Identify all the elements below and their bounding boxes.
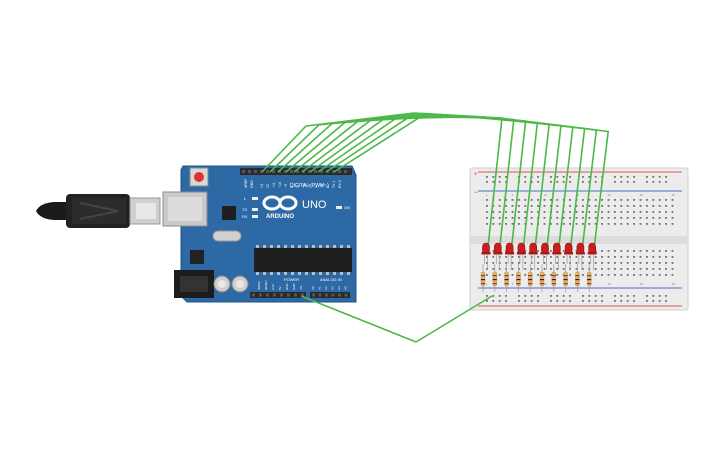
resistor[interactable] — [539, 264, 545, 292]
breadboard[interactable]: + − 115510101515202025253030 — [469, 167, 689, 311]
power-pin-label: GND — [292, 283, 296, 291]
voltage-regulator — [190, 250, 204, 264]
digital-pin-label: ~6 — [302, 184, 306, 188]
rx-indicator — [252, 215, 258, 218]
resistor[interactable] — [563, 264, 568, 292]
power-pin-label: RESET — [264, 280, 268, 290]
power-pin-label: IOREF — [257, 281, 261, 290]
analog-pin-label: A3 — [331, 286, 335, 290]
led[interactable] — [516, 242, 526, 270]
power-pin-label: Vin — [299, 285, 303, 290]
brand-label: ARDUINO — [266, 214, 294, 220]
aref-label: AREF — [244, 179, 248, 188]
wire[interactable] — [277, 113, 527, 248]
tx-indicator — [252, 208, 258, 211]
resistor[interactable] — [504, 264, 509, 292]
digital-pin-label: RX 0 — [338, 180, 342, 188]
digital-pin-label: 12 — [266, 184, 270, 188]
led[interactable] — [564, 242, 574, 270]
led[interactable] — [587, 242, 597, 270]
model-label: UNO — [302, 199, 327, 211]
led[interactable] — [481, 242, 491, 270]
resistor[interactable] — [480, 264, 486, 292]
atmega-chip — [254, 248, 352, 272]
digital-pin-label: ~10 — [278, 182, 282, 188]
resistor[interactable] — [528, 264, 533, 292]
power-pin-label: 3.3V — [271, 284, 275, 290]
digital-pin-label: ~9 — [284, 184, 288, 188]
on-indicator — [336, 206, 342, 209]
digital-pin-label: ~3 — [320, 184, 324, 188]
led[interactable] — [575, 242, 585, 270]
ground-wire[interactable] — [300, 295, 493, 343]
digital-pin-label: 8 — [290, 186, 294, 188]
column-number: 20 — [608, 282, 612, 286]
analog-pin-label: A2 — [324, 286, 328, 290]
digital-pin-label: 13 — [260, 184, 264, 188]
wire[interactable] — [269, 112, 515, 248]
wires-group[interactable] — [261, 112, 609, 343]
resistor[interactable] — [551, 264, 556, 292]
wire[interactable] — [301, 115, 562, 248]
crystal — [212, 230, 242, 242]
arduino-logo-icon — [262, 195, 298, 211]
column-number: 1 — [486, 193, 488, 197]
digital-pin-label: 2 — [326, 186, 330, 188]
power-pin-label: GND — [285, 283, 289, 291]
analog-label: ANALOG IN — [320, 277, 342, 282]
usb-cable[interactable] — [36, 194, 161, 228]
column-number: 5 — [512, 193, 514, 197]
column-number: 25 — [640, 282, 644, 286]
wire[interactable] — [285, 114, 539, 248]
power-pin-label: 5V — [278, 286, 282, 290]
resistor[interactable] — [587, 264, 592, 292]
column-number: 10 — [544, 193, 548, 197]
analog-pin-label: A1 — [318, 286, 322, 290]
led[interactable] — [540, 242, 550, 270]
digital-pin-label: ~11 — [272, 182, 276, 188]
led[interactable] — [528, 242, 538, 270]
analog-header[interactable] — [310, 292, 350, 298]
wire[interactable] — [261, 112, 503, 248]
digital-pin-label: TX 1 — [332, 181, 336, 188]
digital-pin-label: 4 — [314, 186, 318, 188]
wire[interactable] — [333, 114, 609, 248]
column-number: 5 — [512, 282, 514, 286]
rail-minus-label: − — [474, 190, 478, 196]
digital-pin-label: 7 — [296, 186, 300, 188]
led[interactable] — [493, 242, 503, 270]
digital-label: DIGITAL (PWM~) — [290, 183, 329, 189]
tx-label: TX — [242, 207, 247, 212]
power-label: POWER — [284, 277, 299, 282]
usb-chip — [222, 206, 236, 220]
gnd-label: GND — [250, 180, 254, 188]
resistor[interactable] — [575, 264, 580, 292]
column-number: 30 — [672, 282, 676, 286]
analog-pin-label: A4 — [337, 286, 341, 290]
led[interactable] — [552, 242, 562, 270]
column-number: 30 — [672, 193, 676, 197]
resistor[interactable] — [492, 264, 497, 292]
l-label: L — [244, 196, 247, 201]
column-number: 25 — [640, 193, 644, 197]
rx-label: RX — [242, 214, 248, 219]
led[interactable] — [505, 242, 515, 270]
column-number: 10 — [544, 282, 548, 286]
wire[interactable] — [293, 114, 550, 248]
digital-pin-label: ~5 — [308, 184, 312, 188]
column-number: 20 — [608, 193, 612, 197]
power-header[interactable] — [250, 292, 306, 298]
resistor[interactable] — [516, 264, 521, 292]
on-label: ON — [344, 205, 350, 210]
analog-pin-label: A5 — [344, 286, 348, 290]
rail-plus-label: + — [474, 172, 478, 178]
led-l-indicator — [252, 197, 258, 200]
column-number: 1 — [486, 282, 488, 286]
analog-pin-label: A0 — [311, 286, 315, 290]
